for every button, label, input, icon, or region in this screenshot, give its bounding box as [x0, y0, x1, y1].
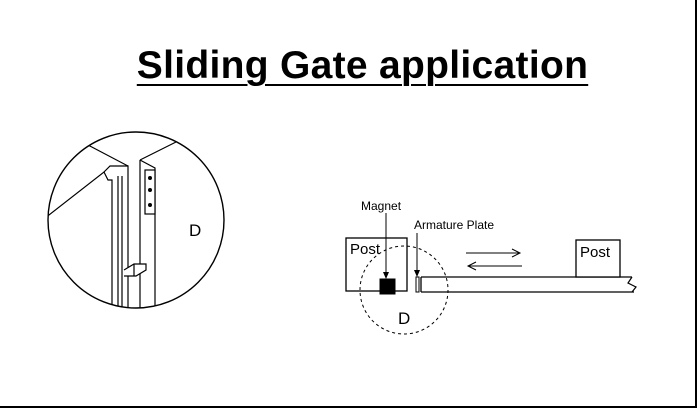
left-post-label: Post — [350, 241, 381, 258]
detail-circle-view: D — [47, 131, 225, 309]
page-title: Sliding Gate application — [136, 44, 589, 87]
armature-plate-label: Armature Plate — [414, 218, 494, 232]
detail-circle-dashed — [359, 245, 449, 335]
arrow-left-icon — [466, 261, 477, 271]
right-post-label: Post — [580, 244, 611, 261]
gate-panel-edge — [48, 171, 113, 308]
armature-plate — [415, 276, 420, 293]
gate-top-edge — [87, 144, 129, 167]
magnet — [379, 278, 396, 295]
detail-label-right: D — [398, 309, 410, 328]
right-post — [575, 239, 621, 278]
detail-label-left: D — [189, 221, 201, 240]
sliding-gate-diagram — [345, 213, 637, 335]
magnet-label: Magnet — [361, 199, 402, 213]
arrow-right-icon — [511, 248, 522, 258]
